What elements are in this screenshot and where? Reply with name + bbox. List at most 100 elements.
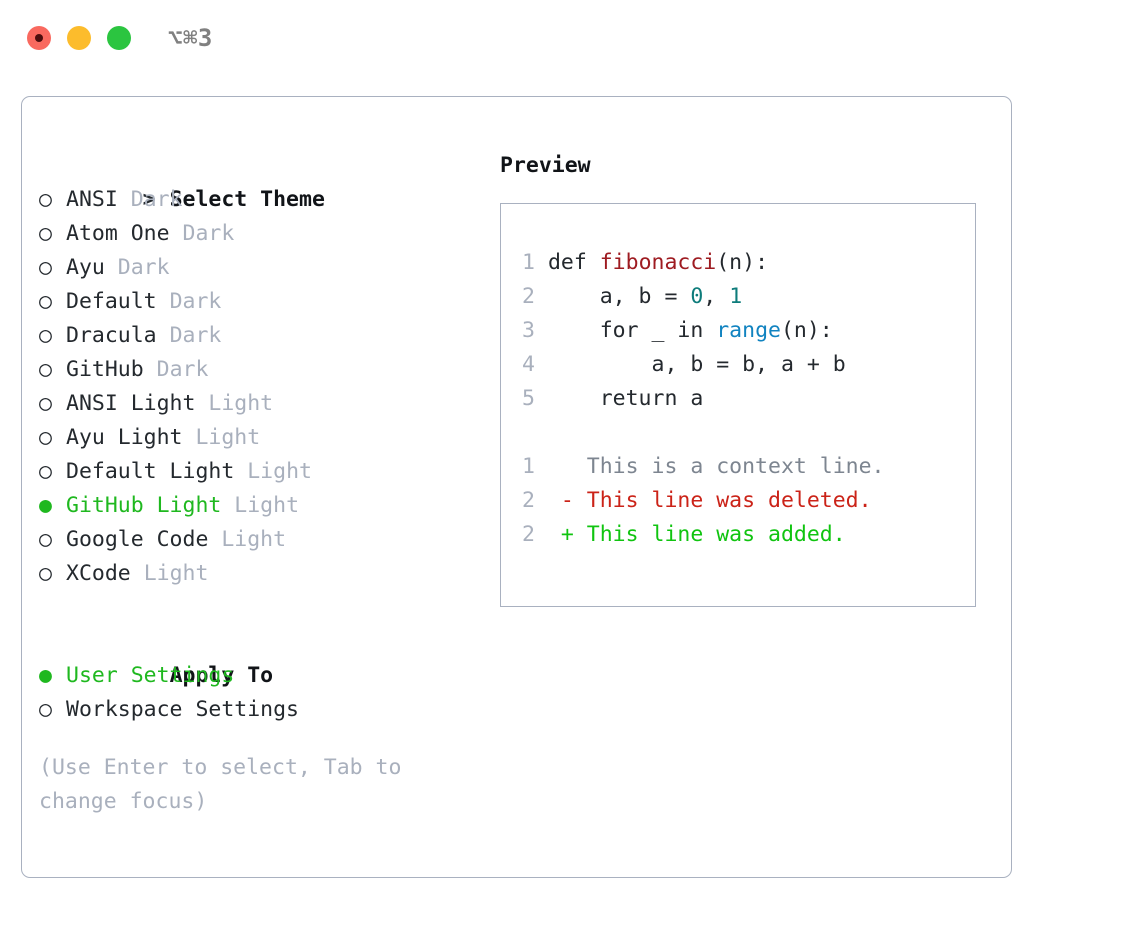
radio-unselected-icon: ○ <box>39 425 52 450</box>
theme-name: Ayu Light <box>66 425 183 450</box>
theme-list-item[interactable]: ● GitHub Light Light <box>39 489 479 523</box>
diff-line: 1 This is a context line. <box>513 450 969 484</box>
prompt-caret-icon: > <box>142 187 156 212</box>
radio-unselected-icon: ○ <box>39 527 52 552</box>
line-number-gap <box>535 250 548 275</box>
theme-list-item[interactable]: ○XCode Light <box>39 557 479 591</box>
theme-list-item[interactable]: ○GitHub Dark <box>39 353 479 387</box>
line-number: 4 <box>522 352 535 377</box>
diff-line: 2 + This line was added. <box>513 518 969 552</box>
theme-name-gap <box>183 425 196 450</box>
line-number-gap <box>535 284 548 309</box>
theme-category-label: Light <box>195 425 261 450</box>
theme-name: GitHub Light <box>66 493 222 518</box>
line-number-gap <box>535 386 548 411</box>
radio-selected-icon: ● <box>39 663 52 688</box>
line-number: 2 <box>522 488 535 513</box>
radio-unselected-icon: ○ <box>39 255 52 280</box>
theme-name: GitHub <box>66 357 144 382</box>
radio-unselected-icon: ○ <box>39 459 52 484</box>
theme-name: Dracula <box>66 323 157 348</box>
theme-name: ANSI Light <box>66 391 196 416</box>
theme-list-item[interactable]: ○Default Light Light <box>39 455 479 489</box>
apply-to-options: ● User Settings ○Workspace Settings <box>39 659 479 727</box>
code-line: 5 return a <box>513 382 969 416</box>
line-number-gap <box>535 318 548 343</box>
line-number-gap <box>535 488 561 513</box>
theme-list-column: > Select Theme ○ANSI Dark ○ Atom One Dark ○ A… <box>39 149 479 819</box>
code-token: (n): <box>716 250 769 275</box>
title-bar: ⌥⌘3 <box>0 0 1140 76</box>
theme-name-gap <box>157 323 170 348</box>
radio-unselected-icon: ○ <box>39 391 52 416</box>
code-token: , <box>703 284 730 309</box>
line-number: 3 <box>522 318 535 343</box>
line-number-gap <box>535 522 561 547</box>
theme-list-item[interactable]: ○Google Code Light <box>39 523 479 557</box>
theme-name-gap <box>118 187 131 212</box>
code-token: 1 <box>729 284 743 309</box>
theme-list-item[interactable]: ○ Ayu Dark <box>39 251 479 285</box>
line-number: 1 <box>522 454 535 479</box>
theme-name: Ayu <box>66 255 105 280</box>
theme-category-label: Light <box>143 561 209 586</box>
theme-category-label: Dark <box>169 289 222 314</box>
code-token: for _ in <box>547 318 717 343</box>
radio-unselected-icon: ○ <box>39 221 52 246</box>
diff-sign: - <box>560 488 574 513</box>
code-line: 2 a, b = 0, 1 <box>513 280 969 314</box>
diff-text: This line was added. <box>573 522 846 547</box>
apply-to-option[interactable]: ● User Settings <box>39 659 479 693</box>
minimize-window-button[interactable] <box>67 26 91 50</box>
diff-text: This line was deleted. <box>573 488 872 513</box>
keyboard-shortcut-label: ⌥⌘3 <box>168 24 213 52</box>
radio-selected-icon: ● <box>39 493 52 518</box>
line-number: 1 <box>522 250 535 275</box>
theme-name-gap <box>144 357 157 382</box>
maximize-window-button[interactable] <box>107 26 131 50</box>
theme-name-gap <box>221 493 234 518</box>
theme-list-item[interactable]: ○ANSI Light Light <box>39 387 479 421</box>
theme-category-label: Dark <box>117 255 170 280</box>
code-line: 4 a, b = b, a + b <box>513 348 969 382</box>
code-line: 3 for _ in range(n): <box>513 314 969 348</box>
code-token: range <box>716 318 781 343</box>
select-theme-header: > Select Theme <box>39 149 479 212</box>
theme-list: ○ANSI Dark○Atom One Dark○Ayu Dark○Defaul… <box>39 183 479 591</box>
radio-unselected-icon: ○ <box>39 323 52 348</box>
diff-sign <box>561 454 574 479</box>
theme-name-gap <box>157 289 170 314</box>
theme-name-gap <box>234 459 247 484</box>
theme-category-label: Light <box>234 493 300 518</box>
apply-to-header-label: Apply To <box>169 663 274 688</box>
code-token: (n): <box>780 318 833 343</box>
theme-category-label: Dark <box>156 357 209 382</box>
theme-name: Default <box>66 289 157 314</box>
code-token: a, b = b, a + b <box>547 352 846 377</box>
code-token: def <box>547 250 600 275</box>
diff-text: This is a context line. <box>573 454 885 479</box>
theme-list-item[interactable]: ○Default Dark <box>39 285 479 319</box>
theme-list-item[interactable]: ○ Ayu Light Light <box>39 421 479 455</box>
apply-to-option-label: User Settings <box>66 663 235 688</box>
theme-list-item[interactable]: ○ANSI Dark <box>39 183 479 217</box>
code-line: 1 def fibonacci(n): <box>513 246 969 280</box>
theme-list-item[interactable]: ○ Atom One Dark <box>39 217 479 251</box>
theme-name: Atom One <box>66 221 170 246</box>
theme-list-item[interactable]: ○Dracula Dark <box>39 319 479 353</box>
apply-to-option[interactable]: ○Workspace Settings <box>39 693 479 727</box>
preview-column: Preview 1 def fibonacci(n):2 a, b = 0, 1… <box>500 149 990 607</box>
select-theme-header-label: Select Theme <box>169 187 325 212</box>
list-spacer <box>39 591 479 625</box>
diff-sample: 1 This is a context line.2 - This line w… <box>513 450 969 552</box>
radio-unselected-icon: ○ <box>39 697 52 722</box>
theme-name-gap <box>170 221 183 246</box>
theme-name: Default Light <box>66 459 235 484</box>
diff-line: 2 - This line was deleted. <box>513 484 969 518</box>
theme-category-label: Dark <box>182 221 235 246</box>
apply-to-header: Apply To <box>39 625 479 688</box>
